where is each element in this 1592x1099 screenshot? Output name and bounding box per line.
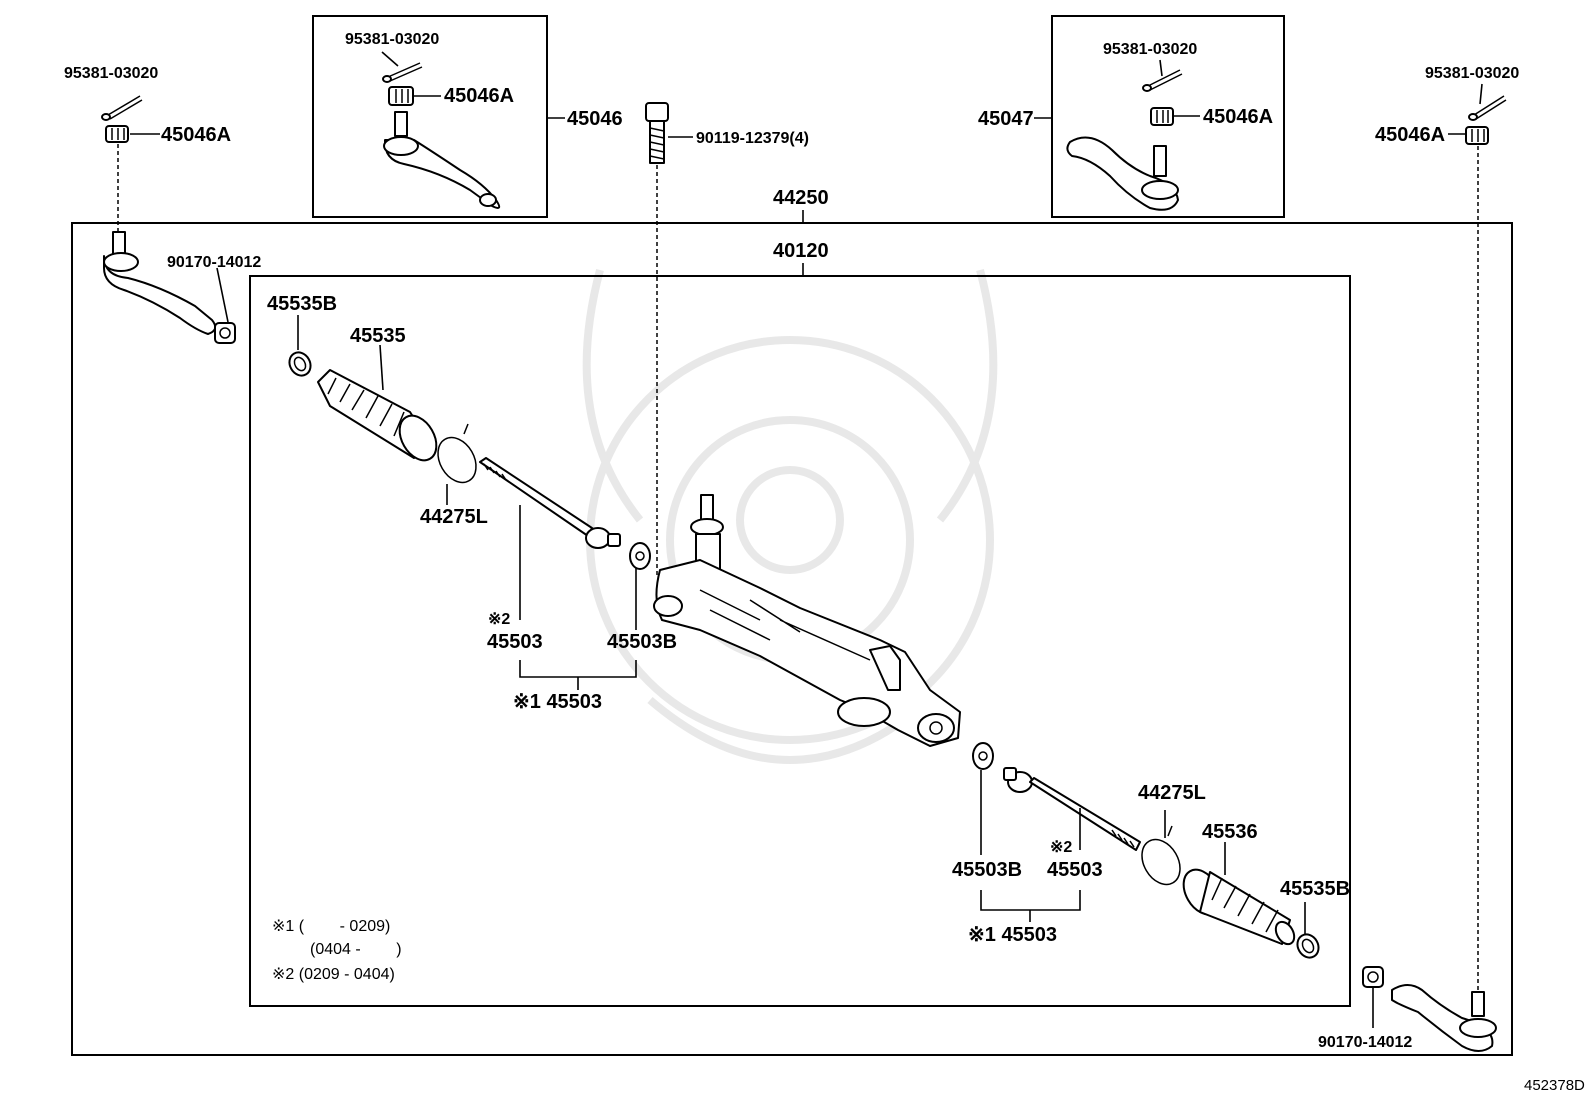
bolt-label: 90119-12379(4) [696,130,809,147]
rack-boot-right-label: 45536 [1202,821,1258,843]
boot-clamp-right-label: 44275L [1138,782,1206,804]
box-left-cotter-pin-icon [382,62,423,83]
rod-set-left-label: ※1 45503 [513,691,602,713]
boot-clip-left-icon [288,351,312,377]
tie-rod-end-right-icon [1391,984,1497,1052]
lock-nut-right-label: 90170-14012 [1318,1034,1412,1051]
assembly-frame [71,222,1513,1056]
rod-set-left-bracket [519,660,637,690]
gear-frame [249,275,1351,1007]
boot-clip-left-label: 45535B [267,293,337,315]
inner-tie-rod-left-mark: ※2 [488,611,510,628]
cotter-pin-right-icon [1468,95,1507,121]
inner-tie-rod-right-icon [1003,767,1141,851]
box-right-tie-rod-end-icon [1066,136,1179,211]
note-line-2: (0404 - ) [310,941,402,958]
note-line-3: ※2 (0209 - 0404) [272,966,395,983]
tie-rod-end-box-right [1051,15,1285,218]
rod-set-right-bracket [980,890,1081,922]
castle-nut-right-label: 45046A [1375,124,1445,146]
castle-nut-right-icon [1465,126,1489,145]
tie-rod-end-left-label: 45046 [567,108,623,130]
gear-label: 40120 [773,240,829,262]
box-right-cotter-pin-icon [1142,69,1183,92]
castle-nut-left-label: 45046A [161,124,231,146]
tie-rod-end-left-icon [103,231,217,335]
boot-clip-right-label: 45535B [1280,878,1350,900]
figure-number: 452378D [1524,1077,1585,1094]
bolt-icon [645,102,669,164]
tie-rod-end-right-label: 45047 [978,108,1034,130]
box-left-tie-rod-end-icon [383,111,501,209]
boot-clip-right-icon [1296,933,1320,959]
rack-boot-left-icon [317,369,438,462]
boot-clamp-left-label: 44275L [420,506,488,528]
claw-washer-left-label: 45503B [607,631,677,653]
steering-gear-housing-icon [653,494,961,747]
box-left-cotter-pin-label: 95381-03020 [345,31,439,48]
inner-tie-rod-left-label: 45503 [487,631,543,653]
rack-boot-left-label: 45535 [350,325,406,347]
claw-washer-right-icon [972,742,994,770]
claw-washer-right-label: 45503B [952,859,1022,881]
lock-nut-left-label: 90170-14012 [167,254,261,271]
lock-nut-right-icon [1362,966,1384,988]
tie-rod-end-box-left [312,15,548,218]
box-right-castle-nut-icon [1150,107,1174,126]
inner-tie-rod-left-icon [479,457,621,549]
cotter-pin-left-label: 95381-03020 [64,65,158,82]
rack-boot-right-icon [1182,868,1296,946]
assembly-label: 44250 [773,187,829,209]
inner-tie-rod-right-label: 45503 [1047,859,1103,881]
boot-clamp-left-icon [437,423,477,484]
watermark-emblem [582,268,998,764]
boot-clamp-right-icon [1141,825,1181,886]
cotter-pin-right-label: 95381-03020 [1425,65,1519,82]
box-right-castle-nut-label: 45046A [1203,106,1273,128]
box-left-castle-nut-label: 45046A [444,85,514,107]
box-right-cotter-pin-label: 95381-03020 [1103,41,1197,58]
cotter-pin-left-icon [101,95,143,121]
box-left-castle-nut-icon [388,86,414,106]
note-line-1: ※1 ( - 0209) [272,918,390,935]
claw-washer-left-icon [629,542,651,570]
castle-nut-left-icon [105,125,129,143]
lock-nut-left-icon [214,322,236,344]
inner-tie-rod-right-mark: ※2 [1050,839,1072,856]
rod-set-right-label: ※1 45503 [968,924,1057,946]
